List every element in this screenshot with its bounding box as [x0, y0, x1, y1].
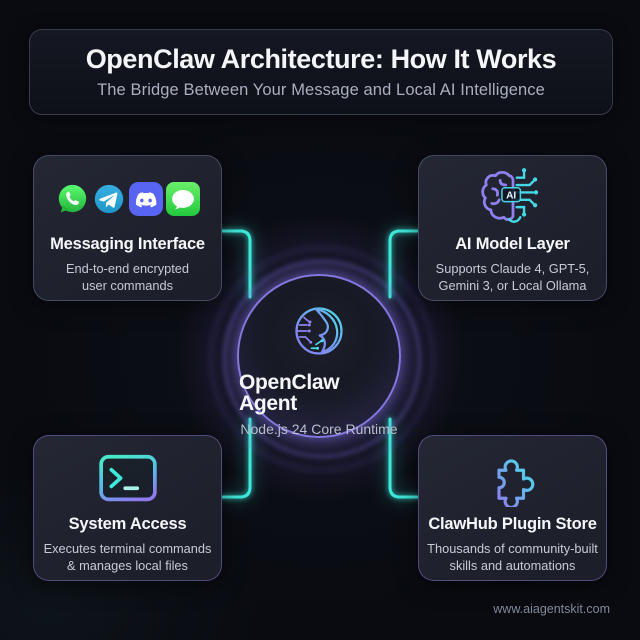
card-messaging-interface: Messaging Interface End-to-end encrypted… — [33, 155, 222, 301]
page-title: OpenClaw Architecture: How It Works — [85, 43, 557, 74]
imessage-icon — [166, 182, 200, 216]
center-subtitle: Node.js 24 Core Runtime — [240, 421, 398, 437]
card-body: Supports Claude 4, GPT-5, Gemini 3, or L… — [435, 260, 590, 293]
card-body: Executes terminal commands & manages loc… — [43, 540, 212, 573]
discord-icon — [129, 182, 163, 216]
card-system-access: System Access Executes terminal commands… — [33, 435, 222, 581]
whatsapp-icon — [58, 184, 87, 213]
connector-bottom-right — [388, 417, 420, 499]
openclaw-logo-icon — [295, 307, 343, 355]
card-clawhub-plugin-store: ClawHub Plugin Store Thousands of commun… — [418, 435, 607, 581]
terminal-icon — [98, 454, 157, 502]
center-node: OpenClaw Agent Node.js 24 Core Runtime — [237, 274, 401, 438]
hub-outermost-ring — [209, 246, 435, 472]
page-subtitle: The Bridge Between Your Message and Loca… — [97, 80, 545, 99]
card-title: Messaging Interface — [50, 235, 205, 253]
messaging-icons-row — [55, 174, 200, 224]
card-body: End-to-end encrypted user commands — [65, 260, 190, 293]
card-ai-model-layer: AI AI Model Layer Supports Claude 4, GPT… — [418, 155, 607, 301]
footer-url: www.aiagentskit.com — [493, 602, 610, 616]
card-title: ClawHub Plugin Store — [428, 515, 597, 533]
puzzle-piece-icon — [496, 459, 534, 507]
card-title: System Access — [68, 515, 187, 533]
telegram-icon — [94, 184, 124, 214]
ai-label: AI — [506, 190, 516, 201]
header-box: OpenClaw Architecture: How It Works The … — [29, 29, 613, 115]
ai-brain-circuit-icon: AI — [480, 168, 538, 223]
center-title: OpenClaw Agent — [239, 371, 340, 415]
connector-bottom-left — [220, 417, 252, 499]
connector-top-left — [220, 229, 252, 299]
card-title: AI Model Layer — [455, 235, 570, 253]
card-body: Thousands of community-built skills and … — [427, 540, 598, 573]
connector-top-right — [388, 229, 420, 299]
